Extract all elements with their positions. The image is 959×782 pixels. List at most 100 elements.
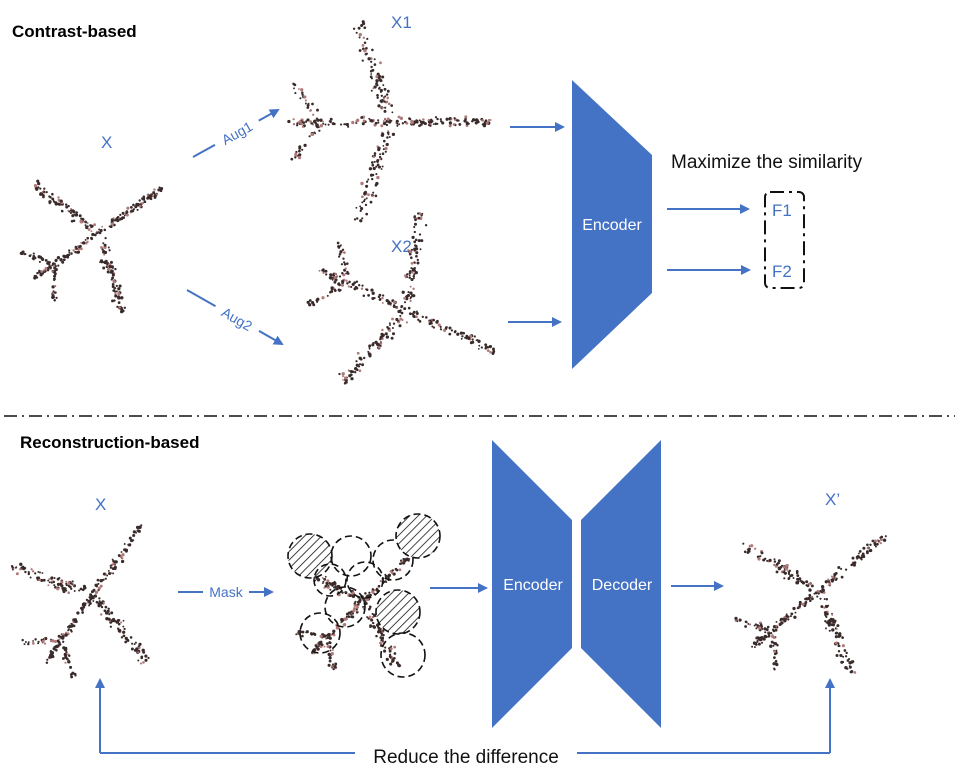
point — [158, 186, 161, 189]
point — [412, 314, 416, 318]
point — [425, 316, 428, 319]
point — [755, 637, 758, 640]
point — [362, 200, 366, 203]
point — [372, 87, 375, 90]
point — [342, 623, 347, 627]
point — [112, 279, 116, 284]
point — [875, 545, 877, 548]
point — [361, 363, 365, 367]
point — [37, 181, 41, 186]
point — [764, 631, 767, 634]
point — [414, 238, 418, 242]
point — [334, 662, 338, 666]
point — [393, 652, 397, 655]
point — [837, 634, 841, 638]
point — [371, 195, 374, 198]
point — [98, 586, 101, 589]
point — [407, 291, 410, 294]
point — [350, 377, 354, 381]
point — [773, 656, 776, 659]
point — [763, 635, 767, 639]
point — [759, 555, 762, 558]
point — [352, 607, 356, 610]
point — [834, 631, 838, 635]
point — [464, 115, 468, 119]
point — [14, 566, 17, 569]
point — [414, 247, 419, 251]
point — [132, 208, 136, 211]
point — [848, 657, 851, 661]
point — [460, 337, 463, 340]
point — [63, 647, 67, 651]
point — [143, 200, 147, 204]
point — [415, 310, 418, 313]
point — [413, 225, 416, 229]
point — [376, 175, 380, 180]
point — [366, 37, 369, 41]
point — [66, 254, 70, 258]
point — [397, 115, 401, 119]
point — [31, 642, 35, 645]
point — [787, 570, 791, 574]
point — [369, 200, 373, 204]
point — [414, 223, 417, 226]
point — [827, 623, 831, 627]
point — [103, 253, 106, 256]
point — [306, 103, 310, 107]
point — [120, 308, 124, 311]
point — [65, 580, 68, 583]
point — [825, 597, 829, 601]
point — [93, 233, 97, 237]
mask-label: Mask — [209, 584, 243, 600]
point — [87, 228, 91, 231]
point — [97, 604, 101, 608]
point — [314, 121, 318, 125]
point — [49, 261, 51, 264]
point — [866, 546, 869, 550]
point — [369, 624, 373, 628]
point — [129, 636, 133, 639]
point — [316, 125, 320, 129]
point — [377, 295, 381, 299]
point — [113, 290, 117, 293]
point — [131, 642, 134, 645]
point — [772, 662, 776, 666]
point — [322, 122, 325, 125]
point — [389, 647, 393, 651]
point — [837, 649, 841, 653]
point — [376, 93, 379, 97]
point — [340, 263, 344, 266]
point — [351, 120, 355, 125]
point — [19, 562, 23, 566]
point — [342, 379, 344, 381]
point — [360, 287, 364, 290]
point — [111, 558, 114, 561]
point — [389, 324, 391, 326]
point — [95, 585, 99, 588]
point — [375, 165, 378, 168]
point — [835, 653, 839, 658]
point — [838, 645, 841, 647]
point — [329, 642, 332, 645]
point — [399, 562, 402, 565]
point — [361, 217, 364, 220]
point — [348, 374, 352, 378]
feature-f1-label: F1 — [772, 201, 792, 220]
point — [416, 212, 420, 215]
point — [142, 195, 146, 198]
point — [49, 649, 53, 653]
point — [365, 288, 369, 292]
point — [796, 606, 800, 610]
point — [116, 619, 120, 623]
feature-group-box — [764, 191, 805, 289]
point — [368, 591, 371, 594]
point — [99, 613, 103, 616]
point — [27, 571, 30, 574]
point — [297, 155, 302, 160]
point — [381, 99, 384, 102]
point — [56, 255, 61, 260]
point — [329, 290, 332, 293]
point — [348, 280, 351, 284]
point — [834, 619, 837, 623]
point — [82, 241, 86, 245]
